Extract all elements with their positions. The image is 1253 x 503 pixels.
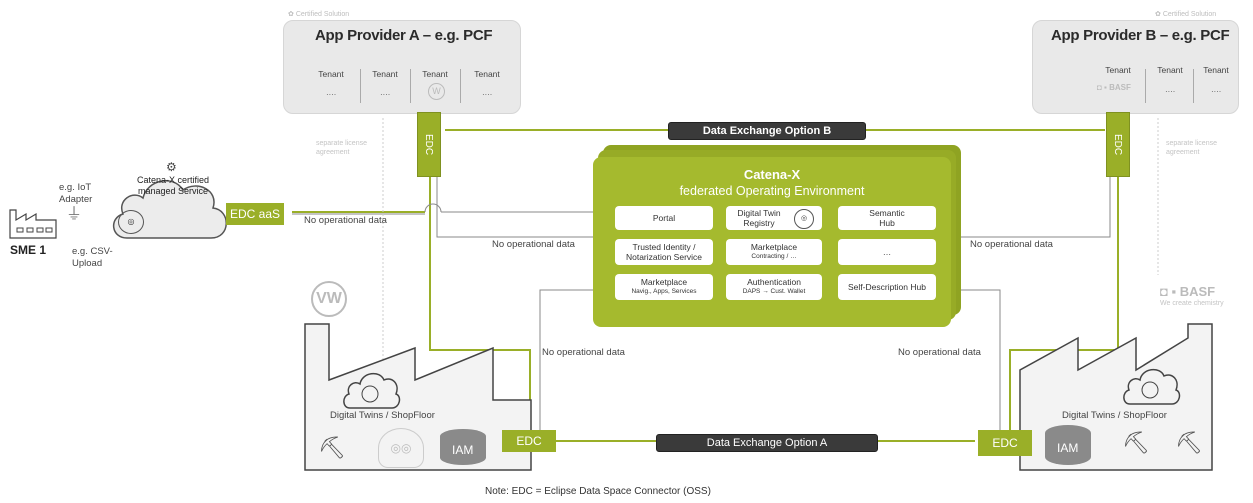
service-self-description-hub: Self-Description Hub: [838, 274, 936, 300]
basf-logo-small: ◘ ▪ BASF: [1097, 83, 1131, 92]
edc-provider-a: EDC: [417, 112, 441, 177]
robot-arm-icon: ⛏: [318, 435, 346, 460]
tenant-label: Tenant: [318, 69, 344, 79]
tenant-label: Tenant: [372, 69, 398, 79]
shopfloor-cloud-icon: [340, 364, 402, 417]
data-exchange-option-b: Data Exchange Option B: [668, 122, 866, 140]
app-provider-a-title: App Provider A – e.g. PCF: [315, 27, 493, 44]
service-marketplace-apps: Marketplace Navig., Apps, Services: [615, 274, 713, 300]
tenant-label: Tenant: [474, 69, 500, 79]
digital-twin-icon: ◎: [118, 210, 144, 234]
service-portal: Portal: [615, 206, 713, 230]
data-exchange-option-a: Data Exchange Option A: [656, 434, 878, 452]
app-provider-a-panel: App Provider A – e.g. PCF Tenant …. Tena…: [283, 20, 521, 114]
basf-logo: ◘ ▪ BASF: [1160, 284, 1216, 299]
no-operational-data-label: No operational data: [304, 215, 387, 226]
service-more: …: [838, 239, 936, 265]
chip-head-icon: ◎◎: [378, 428, 424, 468]
edc-aas: EDC aaS: [226, 203, 284, 225]
app-provider-b-panel: App Provider B – e.g. PCF Tenant ◘ ▪ BAS…: [1032, 20, 1239, 114]
edc-provider-b: EDC: [1106, 112, 1130, 177]
iot-adapter-label: e.g. IoT Adapter: [59, 182, 93, 205]
vw-logo-icon: VW: [311, 281, 347, 317]
managed-service-text: Catena-X certified managed Service: [136, 175, 210, 196]
edc-left-factory: EDC: [502, 430, 556, 452]
tenant-value: ….: [1164, 85, 1176, 94]
license-note-left: separate license agreement: [316, 140, 367, 156]
managed-service-icon: ⚙: [166, 160, 177, 174]
catena-x-title: Catena-X: [743, 167, 801, 182]
factory-icon: [8, 206, 58, 245]
tenant-label: Tenant: [1105, 65, 1131, 75]
tenant-value: ….: [379, 88, 391, 97]
csv-upload-label: e.g. CSV-Upload: [72, 246, 113, 269]
tenant-value: ….: [325, 88, 337, 97]
certified-badge: ✿ Certified Solution: [288, 11, 350, 18]
license-note-right: separate license agreement: [1166, 140, 1217, 156]
tenant-label: Tenant: [422, 69, 448, 79]
plug-icon: ⏚: [66, 206, 83, 223]
shopfloor-cloud-icon: [1120, 360, 1182, 413]
digital-twins-shopfloor-label: Digital Twins / ShopFloor: [1062, 410, 1167, 421]
robot-arm-icon: ⛏: [1122, 430, 1150, 455]
no-operational-data-label: No operational data: [970, 239, 1053, 250]
iam-label: IAM: [1057, 441, 1079, 455]
tenant-value: ….: [1210, 85, 1222, 94]
digital-twin-icon: ◎: [794, 209, 814, 229]
footnote: Note: EDC = Eclipse Data Space Connector…: [485, 486, 711, 497]
basf-tagline: We create chemistry: [1160, 300, 1224, 307]
service-semantic-hub: Semantic Hub: [838, 206, 936, 230]
edc-right-factory: EDC: [978, 430, 1032, 456]
certified-badge: ✿ Certified Solution: [1155, 11, 1217, 18]
iam-database-icon: [1045, 425, 1091, 465]
certified-icon: ✿: [288, 11, 296, 18]
service-trusted-identity: Trusted Identity / Notarization Service: [615, 239, 713, 265]
sme-label: SME 1: [10, 243, 47, 257]
service-digital-twin-registry: Digital Twin Registry ◎: [726, 206, 822, 230]
no-operational-data-label: No operational data: [898, 347, 981, 358]
tenant-label: Tenant: [1203, 65, 1229, 75]
certified-icon: ✿: [1155, 11, 1163, 18]
iam-database-icon: [440, 429, 486, 465]
service-authentication: Authentication DAPS → Cust. Wallet: [726, 274, 822, 300]
catena-x-subtitle: federated Operating Environment: [679, 184, 865, 198]
iam-label: IAM: [452, 443, 474, 457]
catena-x-environment: Catena-X federated Operating Environment…: [593, 157, 951, 327]
no-operational-data-label: No operational data: [542, 347, 625, 358]
service-marketplace-contracting: Marketplace Contracting / …: [726, 239, 822, 265]
tenant-label: Tenant: [1157, 65, 1183, 75]
robot-arm-icon: ⛏: [1175, 430, 1203, 455]
no-operational-data-label: No operational data: [492, 239, 575, 250]
tenant-value: ….: [481, 88, 493, 97]
app-provider-b-title: App Provider B – e.g. PCF: [1051, 27, 1230, 44]
digital-twins-shopfloor-label: Digital Twins / ShopFloor: [330, 410, 435, 421]
vw-logo-icon: W: [428, 83, 445, 100]
